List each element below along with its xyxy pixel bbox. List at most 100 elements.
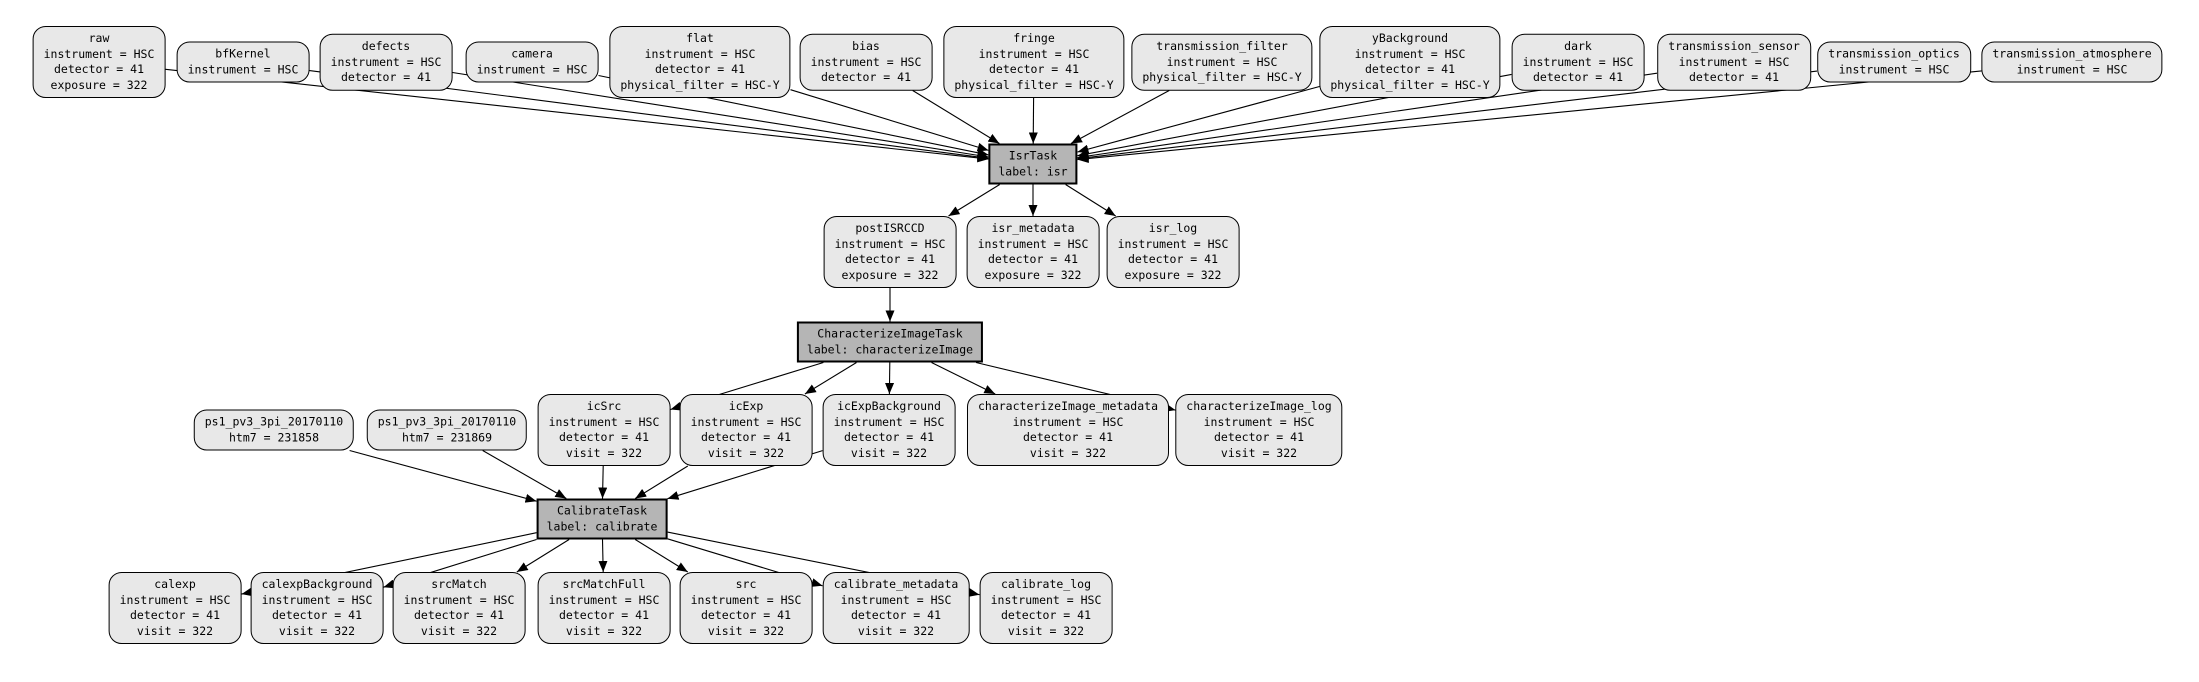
node-title: src bbox=[735, 577, 757, 591]
node-attr: instrument = HSC bbox=[834, 236, 946, 251]
node-attr: label: characterizeImage bbox=[806, 342, 974, 356]
node-attr: detector = 41 bbox=[1532, 69, 1623, 84]
edge-ps1_a-to-calibrate_task bbox=[349, 449, 537, 503]
node-title: calexp bbox=[154, 577, 196, 591]
node-attr: detector = 41 bbox=[53, 62, 144, 76]
node-attr: exposure = 322 bbox=[841, 267, 939, 282]
node-attr: instrument = HSC bbox=[261, 592, 373, 607]
edge-calibrate_task-to-srcMatchFull bbox=[598, 539, 608, 573]
node-attr: detector = 41 bbox=[1000, 608, 1091, 622]
node-attr: instrument = HSC bbox=[1166, 54, 1278, 69]
node-title: dark bbox=[1564, 38, 1592, 53]
node-attr: visit = 322 bbox=[707, 623, 785, 638]
node-attr: visit = 322 bbox=[420, 623, 498, 638]
node-attr: detector = 41 bbox=[129, 608, 220, 622]
edge-yBackground-to-isr_task bbox=[1077, 85, 1320, 154]
node-attr: instrument = HSC bbox=[990, 592, 1102, 607]
node-title: ps1_pv3_3pi_20170110 bbox=[204, 414, 344, 429]
node-attr: instrument = HSC bbox=[644, 46, 756, 61]
edge-isr_task-to-postISRCCD bbox=[948, 184, 1000, 217]
node-attr: instrument = HSC bbox=[1522, 54, 1634, 69]
node-title: fringe bbox=[1013, 31, 1055, 45]
edge-flat-to-isr_task bbox=[790, 89, 989, 152]
node-attr: visit = 322 bbox=[565, 623, 643, 638]
node-title: icSrc bbox=[586, 399, 622, 413]
edge-characterizeImage_task-to-characterizeImage_metadata bbox=[931, 362, 996, 395]
node-title: characterizeImage_metadata bbox=[977, 399, 1159, 413]
node-attr: detector = 41 bbox=[413, 608, 504, 622]
node-attr: detector = 41 bbox=[987, 252, 1078, 266]
node-attr: exposure = 322 bbox=[50, 77, 148, 92]
node-title: CharacterizeImageTask bbox=[817, 326, 963, 341]
edge-bias-to-isr_task bbox=[912, 90, 1000, 144]
node-attr: exposure = 322 bbox=[1124, 267, 1222, 282]
node-attr: exposure = 322 bbox=[984, 267, 1082, 282]
node-attr: instrument = HSC bbox=[978, 46, 1090, 61]
node-title: srcMatch bbox=[431, 577, 487, 591]
node-attr: detector = 41 bbox=[1127, 252, 1218, 266]
node-attr: detector = 41 bbox=[271, 608, 362, 622]
node-title: transmission_filter bbox=[1156, 38, 1288, 53]
node-title: IsrTask bbox=[1008, 148, 1058, 163]
node-title: camera bbox=[511, 46, 553, 61]
node-title: postISRCCD bbox=[855, 221, 925, 235]
node-attr: detector = 41 bbox=[844, 252, 935, 266]
node-attr: instrument = HSC bbox=[2016, 62, 2128, 76]
node-attr: visit = 322 bbox=[278, 623, 356, 638]
node-attr: physical_filter = HSC-Y bbox=[1330, 77, 1490, 92]
node-attr: visit = 322 bbox=[136, 623, 214, 638]
node-attr: instrument = HSC bbox=[1678, 54, 1790, 69]
node-attr: visit = 322 bbox=[850, 445, 928, 460]
node-attr: instrument = HSC bbox=[690, 414, 802, 429]
node-attr: label: calibrate bbox=[546, 519, 658, 533]
node-attr: detector = 41 bbox=[820, 69, 911, 84]
edge-defects-to-isr_task bbox=[452, 71, 989, 160]
node-title: icExpBackground bbox=[837, 399, 941, 413]
node-title: calibrate_metadata bbox=[833, 577, 959, 591]
node-attr: instrument = HSC bbox=[330, 54, 442, 69]
node-attr: instrument = HSC bbox=[840, 592, 952, 607]
node-title: bias bbox=[852, 38, 880, 53]
node-title: srcMatchFull bbox=[562, 577, 646, 591]
edge-calibrate_task-to-srcMatch bbox=[516, 539, 570, 573]
node-attr: instrument = HSC bbox=[403, 592, 515, 607]
node-attr: instrument = HSC bbox=[810, 54, 922, 69]
node-attr: detector = 41 bbox=[988, 62, 1079, 76]
node-attr: instrument = HSC bbox=[833, 414, 945, 429]
node-attr: detector = 41 bbox=[700, 430, 791, 444]
node-attr: visit = 322 bbox=[1007, 623, 1085, 638]
node-title: ps1_pv3_3pi_20170110 bbox=[377, 414, 517, 429]
node-attr: detector = 41 bbox=[850, 608, 941, 622]
node-attr: visit = 322 bbox=[857, 623, 935, 638]
node-title: characterizeImage_log bbox=[1186, 399, 1332, 413]
node-title: bfKernel bbox=[215, 46, 271, 61]
edge-characterizeImage_task-to-icExp bbox=[804, 362, 857, 395]
edge-icSrc-to-calibrate_task bbox=[598, 465, 608, 499]
edge-calibrate_task-to-src bbox=[634, 539, 689, 573]
node-attr: htm7 = 231858 bbox=[228, 430, 320, 444]
node-attr: detector = 41 bbox=[340, 69, 431, 84]
node-attr: htm7 = 231869 bbox=[401, 430, 493, 444]
